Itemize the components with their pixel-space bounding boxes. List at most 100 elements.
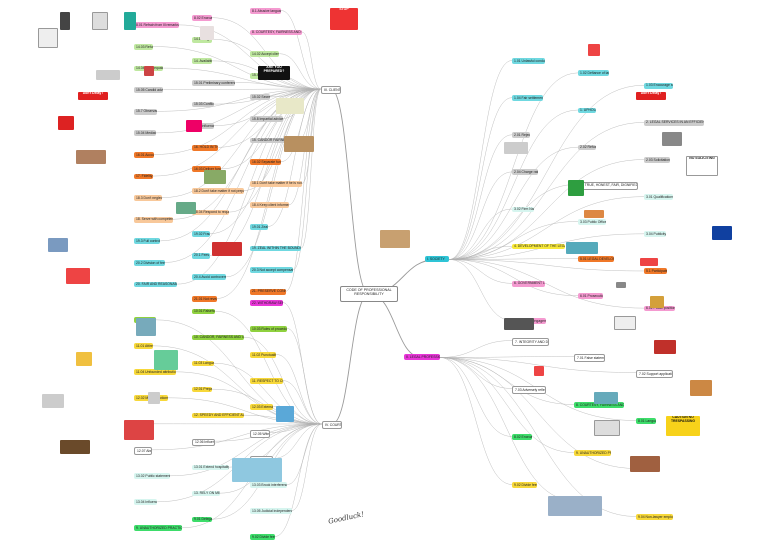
topic-node[interactable]: 1.01 Unlawful conduct: [512, 58, 545, 64]
topic-node[interactable]: 18.4 Keep client informed: [250, 202, 289, 209]
topic-node[interactable]: 13.02 Public statements: [134, 473, 170, 480]
branch-society[interactable]: I. SOCIETY: [425, 256, 449, 262]
topic-node[interactable]: 2.03 Solicitation: [644, 157, 671, 163]
topic-node[interactable]: 13.01 Extend hospitality: [192, 464, 230, 471]
topic-node[interactable]: 2.01 Reject: [512, 132, 530, 139]
topic-node[interactable]: 8.1 Abusive language: [250, 8, 281, 14]
topic-node[interactable]: 12.01 Prepare: [192, 386, 213, 393]
central-topic[interactable]: CODE OF PROFESSIONAL RESPONSIBILITY: [340, 286, 398, 302]
topic-node[interactable]: 3.04 Publicity: [644, 231, 666, 238]
topic-node[interactable]: 13. RELY ON MERITS: [192, 490, 220, 497]
topic-node[interactable]: 15.03 Conflict: [192, 101, 214, 108]
topic-node[interactable]: 7.03 Adversely reflect: [512, 386, 547, 394]
topic-node[interactable]: 5.01 LEGAL DEVELOPMENTS: [578, 256, 614, 262]
topic-node[interactable]: 20.4 Avoid controversy: [192, 274, 227, 281]
topic-node[interactable]: 9. UNAUTHORIZED PRACTICE: [574, 450, 612, 456]
topic-node[interactable]: 7.02 Support application: [636, 370, 674, 378]
topic-node[interactable]: 12.03 Extension: [250, 404, 274, 410]
topic-node[interactable]: 8. COURTESY, FAIRNESS AND CANDOR TO COLL…: [250, 29, 302, 36]
topic-node[interactable]: 21. PRESERVE CONFIDENCE: [250, 288, 286, 295]
topic-node[interactable]: 12. SPEEDY AND EFFICIENT ADMINISTRATION: [192, 412, 244, 419]
topic-node[interactable]: 1.02 Defiance of law: [578, 70, 609, 77]
topic-node[interactable]: 15.6 Influence: [192, 123, 214, 129]
topic-node[interactable]: 15. CANDOR FAIRNESS AND LOYALTY: [250, 137, 299, 144]
topic-node[interactable]: 8.02 Encroach: [512, 434, 533, 440]
topic-node[interactable]: 3.03 Public Office: [578, 218, 606, 225]
topic-node[interactable]: 17. Fidelity: [134, 173, 153, 180]
topic-node[interactable]: 12.05 Witness: [250, 430, 271, 438]
topic-node[interactable]: 1.04 Fair settlement: [512, 95, 543, 101]
topic-node[interactable]: 9.04 Non-lawyer employee: [636, 514, 674, 520]
topic-node[interactable]: 5.1 Participate: [644, 268, 668, 275]
topic-node[interactable]: 21.01 Not reveal: [192, 296, 217, 302]
topic-node[interactable]: 2.04 Charge rates: [512, 169, 539, 176]
topic-node[interactable]: 9.02 Divide fees: [512, 482, 537, 488]
topic-node[interactable]: 14.03 Refuse: [134, 44, 153, 50]
topic-node[interactable]: 14.02 Accept client: [250, 51, 280, 57]
topic-node[interactable]: 6. GOVERNMENT LAWYERS: [512, 280, 545, 287]
topic-node[interactable]: 20.3 Not accept compensation: [250, 267, 294, 273]
topic-node[interactable]: 15.05 Candid advice: [134, 87, 164, 93]
topic-node[interactable]: 18.1 Don't take matter if he is not comp…: [250, 180, 302, 187]
topic-node[interactable]: 19.3 Full control: [134, 238, 161, 245]
topic-node[interactable]: 15.7 Observance: [134, 108, 158, 115]
topic-node[interactable]: 12.06 Influence: [192, 438, 216, 447]
topic-node[interactable]: 16.02 Separate funds: [250, 159, 281, 165]
topic-node[interactable]: 12.07 Abuse: [134, 447, 152, 456]
topic-node[interactable]: 4. DEVELOPMENT OF THE LEGAL SYSTEM: [512, 243, 565, 250]
topic-node[interactable]: 15.8 Impartial advice: [250, 116, 283, 122]
topic-node[interactable]: 18.2 Don't take matter if not prepared: [192, 188, 244, 194]
topic-node[interactable]: 11. RESPECT TO COURTS: [250, 378, 283, 384]
topic-node[interactable]: 2. LEGAL SERVICES IN AN EFFICIENT AND CO…: [644, 119, 704, 126]
branch-profession[interactable]: II. LEGAL PROFESSION: [404, 354, 440, 360]
topic-node[interactable]: 20.1 Fees: [192, 252, 210, 259]
topic-node[interactable]: 1. UPHOLD: [578, 107, 596, 114]
topic-node[interactable]: 20. FAIR AND REASONABLE FEES: [134, 281, 178, 288]
topic-node[interactable]: 6.01 Prosecution: [578, 293, 603, 300]
topic-node[interactable]: 11.02 Punctuality: [250, 352, 277, 358]
topic-node[interactable]: 1.03 Encourage suit: [644, 82, 674, 89]
topic-node[interactable]: 9.01 Delegate: [192, 516, 213, 523]
topic-node[interactable]: 15.02 Secrets: [250, 94, 271, 101]
topic-node[interactable]: 22. WITHDRAW SERVICES: [250, 300, 283, 306]
topic-node[interactable]: 20.2 Division of fee: [134, 260, 165, 266]
topic-node[interactable]: 8. COURTESY, FAIRNESS AND CANDOR: [574, 402, 624, 408]
topic-node[interactable]: 3.02 Firm Name: [512, 206, 534, 213]
topic-node[interactable]: 16.01 Account: [134, 152, 155, 158]
branch-courts[interactable]: IV. COURTS: [322, 421, 342, 429]
topic-node[interactable]: 8.02 Encroach: [192, 15, 213, 21]
topic-node[interactable]: 18.3 Don't neglect: [134, 195, 162, 201]
topic-node[interactable]: 16.03 Deliver funds: [192, 166, 222, 173]
topic-node[interactable]: 14. Available: [192, 58, 213, 65]
topic-node[interactable]: 13.04 Influence: [134, 499, 158, 506]
topic-node[interactable]: 18.04 Respond to request: [192, 209, 230, 216]
topic-node[interactable]: 3.01 Qualifications: [644, 194, 674, 200]
topic-node[interactable]: 19.01 Zeal: [250, 224, 268, 230]
topic-node[interactable]: 15.04 Mediator: [134, 130, 156, 137]
topic-node[interactable]: 8.01 Language: [636, 418, 657, 424]
topic-node[interactable]: 15.01 Preliminary conference: [192, 80, 236, 86]
topic-node[interactable]: 10.03 Rules of procedure: [250, 326, 288, 332]
topic-node[interactable]: 11.03 Language: [192, 360, 214, 367]
topic-node[interactable]: 19.02 Fraud: [192, 231, 210, 237]
topic-node[interactable]: 8.01 Refrain from Ill remarks: [134, 22, 179, 29]
topic-node[interactable]: 10.01 Falsehood: [192, 308, 216, 315]
topic-node[interactable]: 2.02 Refuse: [578, 144, 596, 151]
topic-node[interactable]: 13.03 Brook interference: [250, 482, 288, 488]
topic-node[interactable]: 7. INTEGRITY AND DIGNITY: [512, 338, 550, 346]
topic-node[interactable]: 18. Serve with competence: [134, 216, 173, 223]
topic-node[interactable]: 16. HOLD IN TRUST: [192, 144, 219, 151]
topic-node[interactable]: 6.02 Public position: [644, 305, 675, 312]
topic-node[interactable]: 3. TRUE, HONEST, FAIR, DIGNIFIED AND OBJ…: [578, 181, 638, 190]
topic-node[interactable]: 9.02 Divide fees: [250, 534, 275, 540]
topic-node[interactable]: 11.01 Attire: [134, 343, 153, 350]
topic-node[interactable]: 13.05 Judicial independence: [250, 508, 292, 514]
topic-node[interactable]: 19. ZEAL WITHIN THE BOUNDS OF LAW: [250, 245, 302, 252]
topic-node[interactable]: 10. CANDOR, FAIRNESS AND GOOD FAITH: [192, 334, 244, 341]
topic-node[interactable]: 7.01 False statement: [574, 354, 605, 362]
badge-icon: [690, 380, 712, 396]
topic-node[interactable]: 11.04 Unfounded attribution: [134, 369, 176, 376]
branch-clients[interactable]: III. CLIENTS: [321, 86, 341, 94]
topic-node[interactable]: 9. UNAUTHORIZED PRACTICE OF LAW: [134, 525, 183, 532]
connector-line: [439, 357, 637, 517]
